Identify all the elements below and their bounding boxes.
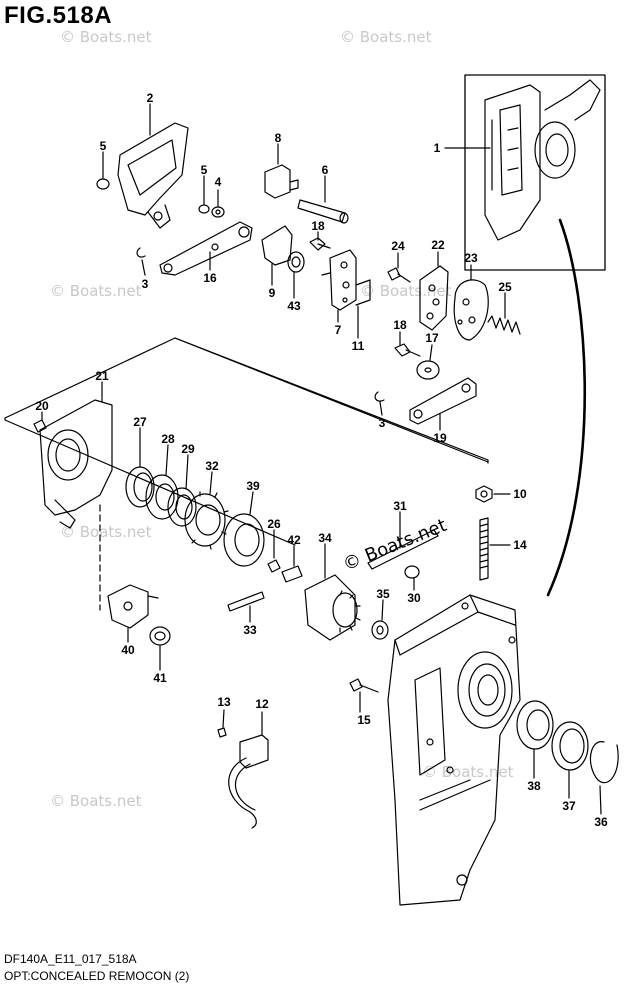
part-label-36: 36 (594, 815, 608, 829)
part-label-27: 27 (133, 415, 147, 429)
watermark: © Boats.net (340, 28, 432, 46)
part-label-4: 4 (215, 175, 222, 189)
part-label-31: 31 (393, 499, 407, 513)
part-label-5a: 5 (100, 139, 107, 153)
part-label-21: 21 (95, 369, 109, 383)
part-label-25: 25 (498, 280, 512, 294)
part-label-17: 17 (425, 331, 439, 345)
figure-title: FIG.518A (4, 2, 113, 29)
part-label-38: 38 (527, 779, 541, 793)
part-label-20: 20 (35, 399, 49, 413)
part-label-11: 11 (352, 339, 365, 353)
part-label-8: 8 (275, 131, 282, 145)
part-label-12: 12 (255, 697, 269, 711)
part-label-40: 40 (121, 643, 135, 657)
figure-code: DF140A_E11_017_518A (4, 952, 137, 966)
part-label-34: 34 (318, 531, 332, 545)
part-label-13: 13 (217, 695, 231, 709)
part-label-37: 37 (562, 799, 576, 813)
watermark: © Boats.net (50, 792, 142, 810)
part-label-26: 26 (267, 517, 281, 531)
part-label-3b: 3 (379, 416, 386, 430)
part-label-41: 41 (153, 671, 167, 685)
watermark: © Boats.net (360, 282, 452, 300)
part-label-18b: 18 (393, 318, 407, 332)
watermark: © Boats.net (60, 28, 152, 46)
part-label-32: 32 (205, 459, 219, 473)
part-label-23: 23 (464, 251, 478, 265)
part-label-9: 9 (269, 286, 276, 300)
part-label-16: 16 (203, 271, 217, 285)
part-label-7: 7 (335, 323, 342, 337)
part-label-42: 42 (287, 533, 301, 547)
watermark: © Boats.net (422, 763, 514, 781)
part-label-6: 6 (322, 163, 329, 177)
watermark: © Boats.net (50, 282, 142, 300)
part-label-35: 35 (376, 587, 390, 601)
part-label-29: 29 (181, 442, 195, 456)
figure-caption: OPT:CONCEALED REMOCON (2) (4, 969, 190, 983)
part-label-33: 33 (243, 623, 257, 637)
part-label-39: 39 (246, 479, 260, 493)
part-label-1: 1 (434, 141, 441, 155)
part-label-43: 43 (287, 299, 301, 313)
part-label-3a: 3 (142, 277, 149, 291)
part-label-28: 28 (161, 432, 175, 446)
part-label-18a: 18 (311, 219, 325, 233)
part-label-2: 2 (147, 91, 154, 105)
watermark: © Boats.net (60, 523, 152, 541)
part-label-19: 19 (433, 431, 447, 445)
part-label-30: 30 (407, 591, 421, 605)
part-label-24: 24 (391, 239, 405, 253)
part-label-10: 10 (513, 487, 527, 501)
part-label-15: 15 (357, 713, 371, 727)
part-label-22: 22 (431, 238, 445, 252)
part-label-5b: 5 (201, 163, 208, 177)
part-label-14: 14 (513, 538, 527, 552)
